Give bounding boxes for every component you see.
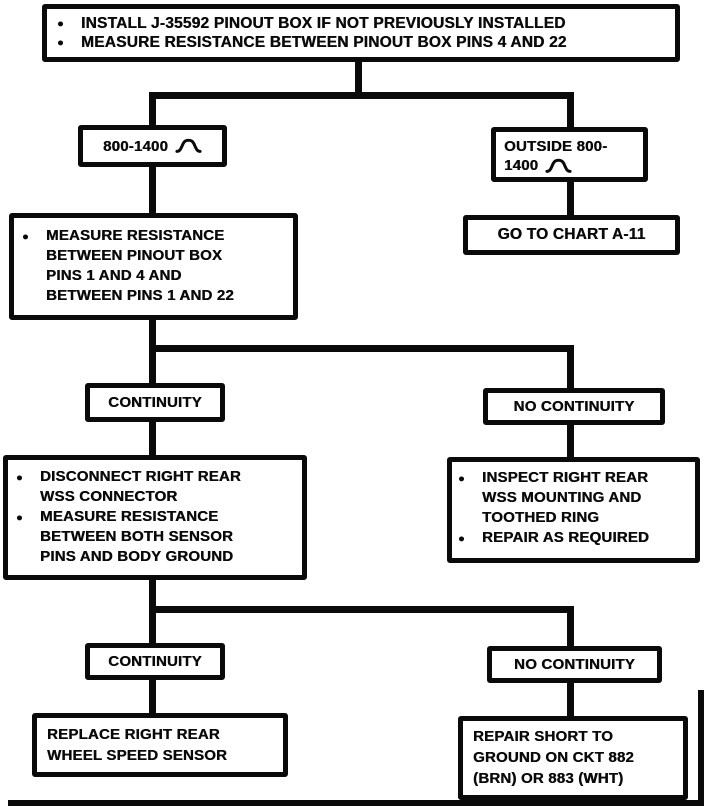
resistance-outside-line1: OUTSIDE 800- (504, 138, 608, 155)
step-text-line: GROUND ON CKT 882 (473, 749, 634, 766)
connector-branch-bar-3 (149, 606, 574, 613)
step-text-line: DISCONNECT RIGHT REAR (40, 468, 241, 485)
step-text-line: INSPECT RIGHT REAR (482, 469, 649, 486)
connector-right-stem-6 (567, 681, 574, 719)
step-text-line: MEASURE RESISTANCE (40, 508, 219, 525)
bullet-icon: ● (16, 512, 23, 524)
node-disconnect-measure: ● DISCONNECT RIGHT REAR WSS CONNECTOR ● … (3, 455, 307, 580)
continuity-label: CONTINUITY (108, 653, 202, 670)
connector-right-stem-2 (567, 179, 574, 218)
connector-left-drop-1 (149, 92, 156, 128)
bullet-item: ● REPAIR AS REQUIRED (458, 528, 689, 548)
node-replace-sensor: REPLACE RIGHT REAR WHEEL SPEED SENSOR (32, 713, 288, 777)
step-text-line: PINS 1 AND 4 AND (46, 267, 182, 284)
ohm-symbol-icon (545, 158, 572, 173)
connector-left-stem-3 (149, 318, 156, 386)
connector-top-stem (355, 56, 362, 96)
node-go-to-chart-a11: GO TO CHART A-11 (463, 215, 680, 255)
resistance-outside-line2: 1400 (504, 157, 539, 174)
connector-right-stem-4 (567, 423, 574, 460)
step-text-line: REPLACE RIGHT REAR (47, 726, 220, 743)
scan-right-edge-line (698, 690, 704, 806)
node-resistance-outside-range: OUTSIDE 800- 1400 (491, 127, 648, 182)
resistance-range-label: 800-1400 (103, 137, 168, 155)
connector-left-stem-4 (149, 420, 156, 458)
step-text-line: REPAIR AS REQUIRED (482, 529, 649, 546)
step-text-line: REPAIR SHORT TO (473, 728, 613, 745)
connector-branch-bar-1 (149, 92, 574, 99)
connector-right-drop-2 (567, 345, 574, 391)
step-text-line: BETWEEN BOTH SENSOR (40, 528, 233, 545)
bullet-item: ● INSPECT RIGHT REAR WSS MOUNTING AND TO… (458, 468, 689, 528)
node-continuity-1: CONTINUITY (85, 383, 225, 422)
bullet-item: ● MEASURE RESISTANCE BETWEEN PINOUT BOX … (22, 226, 285, 306)
bullet-icon: ● (22, 231, 29, 243)
step-text-line: WSS CONNECTOR (40, 488, 178, 505)
bullet-item: ● MEASURE RESISTANCE BETWEEN PINOUT BOX … (57, 33, 665, 52)
node-resistance-in-range: 800-1400 (78, 125, 227, 167)
node-no-continuity-1: NO CONTINUITY (483, 388, 665, 425)
no-continuity-label: NO CONTINUITY (514, 656, 635, 673)
node-repair-short: REPAIR SHORT TO GROUND ON CKT 882 (BRN) … (458, 716, 688, 800)
node-inspect-repair: ● INSPECT RIGHT REAR WSS MOUNTING AND TO… (447, 457, 700, 563)
step-text-line: MEASURE RESISTANCE (46, 227, 225, 244)
connector-left-stem-6 (149, 678, 156, 716)
step-text-line: TOOTHED RING (482, 509, 600, 526)
step-text-line: (BRN) OR 883 (WHT) (473, 770, 624, 787)
bullet-icon: ● (57, 18, 64, 30)
go-to-chart-label: GO TO CHART A-11 (497, 226, 646, 243)
step-text: INSTALL J-35592 PINOUT BOX IF NOT PREVIO… (81, 15, 566, 32)
connector-branch-bar-2 (149, 345, 574, 352)
bullet-icon: ● (57, 37, 64, 49)
bullet-item: ● INSTALL J-35592 PINOUT BOX IF NOT PREV… (57, 14, 665, 33)
step-text: MEASURE RESISTANCE BETWEEN PINOUT BOX PI… (81, 34, 567, 51)
step-text-line: WSS MOUNTING AND (482, 489, 642, 506)
scan-bottom-edge-line (8, 800, 704, 806)
connector-left-stem-2 (149, 164, 156, 216)
continuity-label: CONTINUITY (108, 394, 202, 411)
bullet-icon: ● (458, 533, 465, 545)
step-text-line: WHEEL SPEED SENSOR (47, 747, 228, 764)
node-install-pinout-box: ● INSTALL J-35592 PINOUT BOX IF NOT PREV… (42, 4, 680, 62)
bullet-item: ● MEASURE RESISTANCE BETWEEN BOTH SENSOR… (16, 507, 294, 567)
step-text-line: PINS AND BODY GROUND (40, 548, 234, 565)
ohm-symbol-icon (175, 138, 202, 153)
node-continuity-2: CONTINUITY (85, 643, 225, 680)
no-continuity-label: NO CONTINUITY (513, 398, 635, 415)
node-measure-pins-1-4-22: ● MEASURE RESISTANCE BETWEEN PINOUT BOX … (9, 213, 298, 320)
bullet-item: ● DISCONNECT RIGHT REAR WSS CONNECTOR (16, 467, 294, 507)
step-text-line: BETWEEN PINOUT BOX (46, 247, 223, 264)
bullet-icon: ● (16, 472, 23, 484)
step-text-line: BETWEEN PINS 1 AND 22 (46, 287, 234, 304)
bullet-icon: ● (458, 473, 465, 485)
connector-right-drop-3 (567, 606, 574, 651)
connector-right-drop-1 (567, 92, 574, 132)
node-no-continuity-2: NO CONTINUITY (487, 646, 662, 683)
